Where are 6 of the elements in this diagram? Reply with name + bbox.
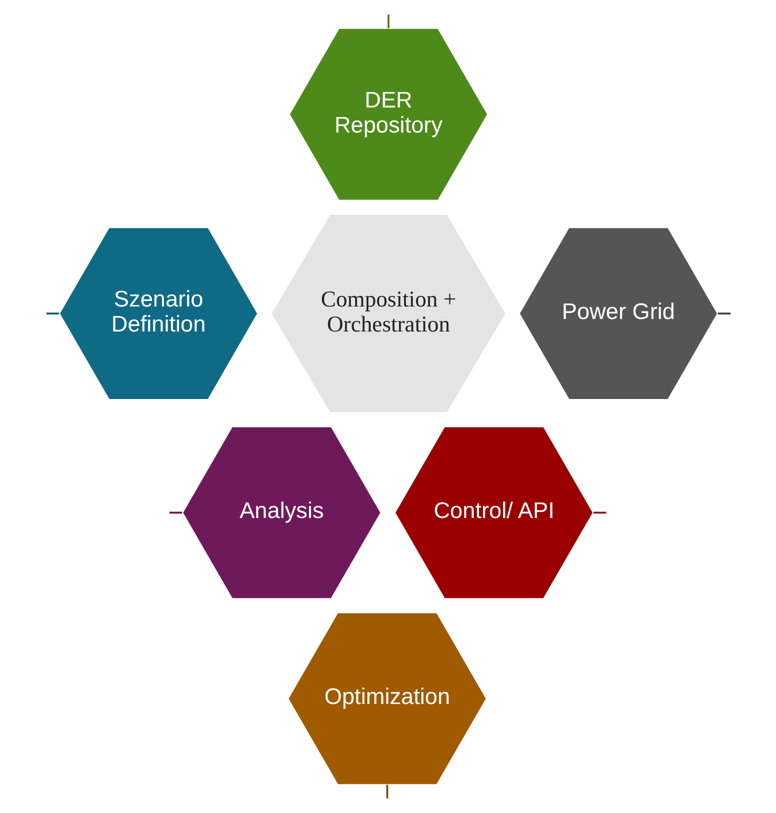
connector bbox=[386, 784, 388, 798]
connector bbox=[169, 512, 182, 514]
connector bbox=[46, 312, 59, 314]
connector bbox=[592, 512, 606, 514]
connector bbox=[387, 14, 389, 28]
connector bbox=[717, 312, 730, 314]
